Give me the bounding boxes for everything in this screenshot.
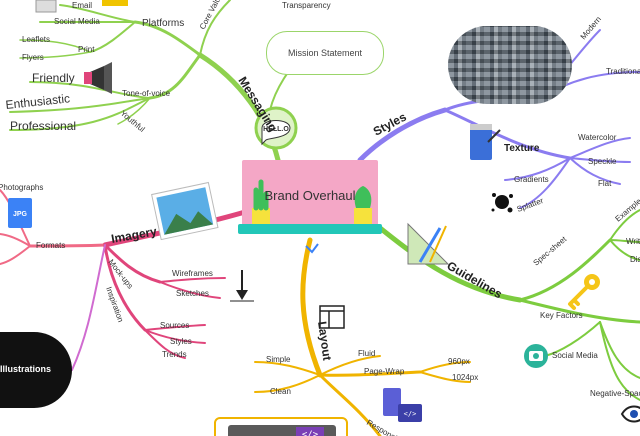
node-speckle[interactable]: Speckle [588,157,617,166]
hello-bubble[interactable]: HELL.O [254,106,298,150]
layout-preview-screen [228,425,336,436]
node-email[interactable]: Email [72,1,92,10]
cactus-pot-left [252,208,270,224]
node-gradients[interactable]: Gradients [514,175,549,184]
node-transparency[interactable]: Transparency [282,1,331,10]
node-writing[interactable]: Writing [626,237,640,246]
node-watercolor[interactable]: Watercolor [578,133,617,142]
imagery-branch-lines [0,189,248,371]
central-image[interactable] [238,160,382,254]
node-sketches[interactable]: Sketches [176,289,209,298]
branch-label-layout[interactable]: Layout [315,320,334,361]
node-sources[interactable]: Sources [160,321,189,330]
node-photographs[interactable]: Photographs [0,183,43,192]
central-shelf [238,224,382,234]
central-title[interactable]: Brand Overhaul [264,188,356,203]
jpg-badge-text: JPG [13,211,28,218]
node-simple[interactable]: Simple [266,355,291,364]
node-spec-sheet[interactable]: Spec-sheet [532,234,569,267]
illustrations-image[interactable]: Illustrations [0,332,72,408]
node-social-media-msg[interactable]: Social Media [54,17,100,26]
node-mission-statement[interactable]: Mission Statement [266,31,384,75]
node-splatter[interactable]: Splatter [516,196,545,214]
cactus-left-icon [253,179,269,211]
node-inspiration[interactable]: Inspiration [104,286,125,324]
node-formats[interactable]: Formats [36,241,65,250]
node-print[interactable]: Print [78,45,95,54]
node-tone-of-voice[interactable]: Tone-of-voice [122,89,171,98]
code-glyph-icon: </> [296,427,324,436]
checkmark-icon [305,243,319,254]
node-enthusiastic[interactable]: Enthusiastic [5,91,71,112]
drafting-tools-icon [407,222,450,265]
hello-bubble-text: HELL.O [263,126,289,133]
key-icon [568,274,600,310]
node-1024px[interactable]: 1024px [452,373,478,382]
illustrations-label: Illustrations [0,364,52,374]
email-icon [35,0,57,13]
node-leaflets[interactable]: Leaflets [22,35,50,44]
node-modern[interactable]: Modern [579,15,603,42]
email-tag-icon [102,0,128,6]
code-glyph-small: </> [404,410,417,418]
node-social-media-guide[interactable]: Social Media [552,351,598,360]
node-core-values[interactable]: Core Values [198,0,226,31]
node-friendly[interactable]: Friendly [32,71,75,85]
node-platforms[interactable]: Platforms [142,18,184,29]
node-wireframes[interactable]: Wireframes [172,269,213,278]
node-trends[interactable]: Trends [162,350,187,359]
node-traditional[interactable]: Traditional [606,67,640,76]
node-960px[interactable]: 960px [448,357,470,366]
megaphone-icon [84,62,112,94]
guidelines-branch-lines [377,209,640,401]
layout-preview-card[interactable]: </> [214,417,348,436]
letterpress-photo [448,26,572,104]
central-card-bg [242,160,378,226]
node-imagery-styles[interactable]: Styles [170,337,192,346]
node-flat[interactable]: Flat [598,179,612,188]
eye-icon [620,405,640,423]
node-flyers[interactable]: Flyers [22,53,44,62]
camera-icon [524,344,548,368]
jpg-file-icon: JPG [8,198,32,228]
pen-nib-icon [230,270,254,302]
splatter-icon [491,193,513,213]
node-display[interactable]: Display [630,255,640,264]
node-key-factors[interactable]: Key Factors [540,311,583,320]
cactus-pot-right [354,208,372,224]
paint-bucket-icon [470,124,501,160]
node-clean[interactable]: Clean [270,387,291,396]
node-texture[interactable]: Texture [504,143,540,154]
node-professional[interactable]: Professional [10,119,76,133]
cactus-right-icon [354,186,372,208]
mission-statement-label: Mission Statement [287,48,363,58]
node-fluid[interactable]: Fluid [358,349,375,358]
node-negative-space[interactable]: Negative-Space [590,389,640,398]
landscape-image-icon [151,181,219,241]
branch-label-imagery[interactable]: Imagery [110,224,158,246]
responsive-devices-icon: </> [383,388,422,422]
layout-branch-lines [254,237,471,436]
node-page-wrap[interactable]: Page-Wrap [364,367,405,376]
layout-window-icon [319,305,345,329]
